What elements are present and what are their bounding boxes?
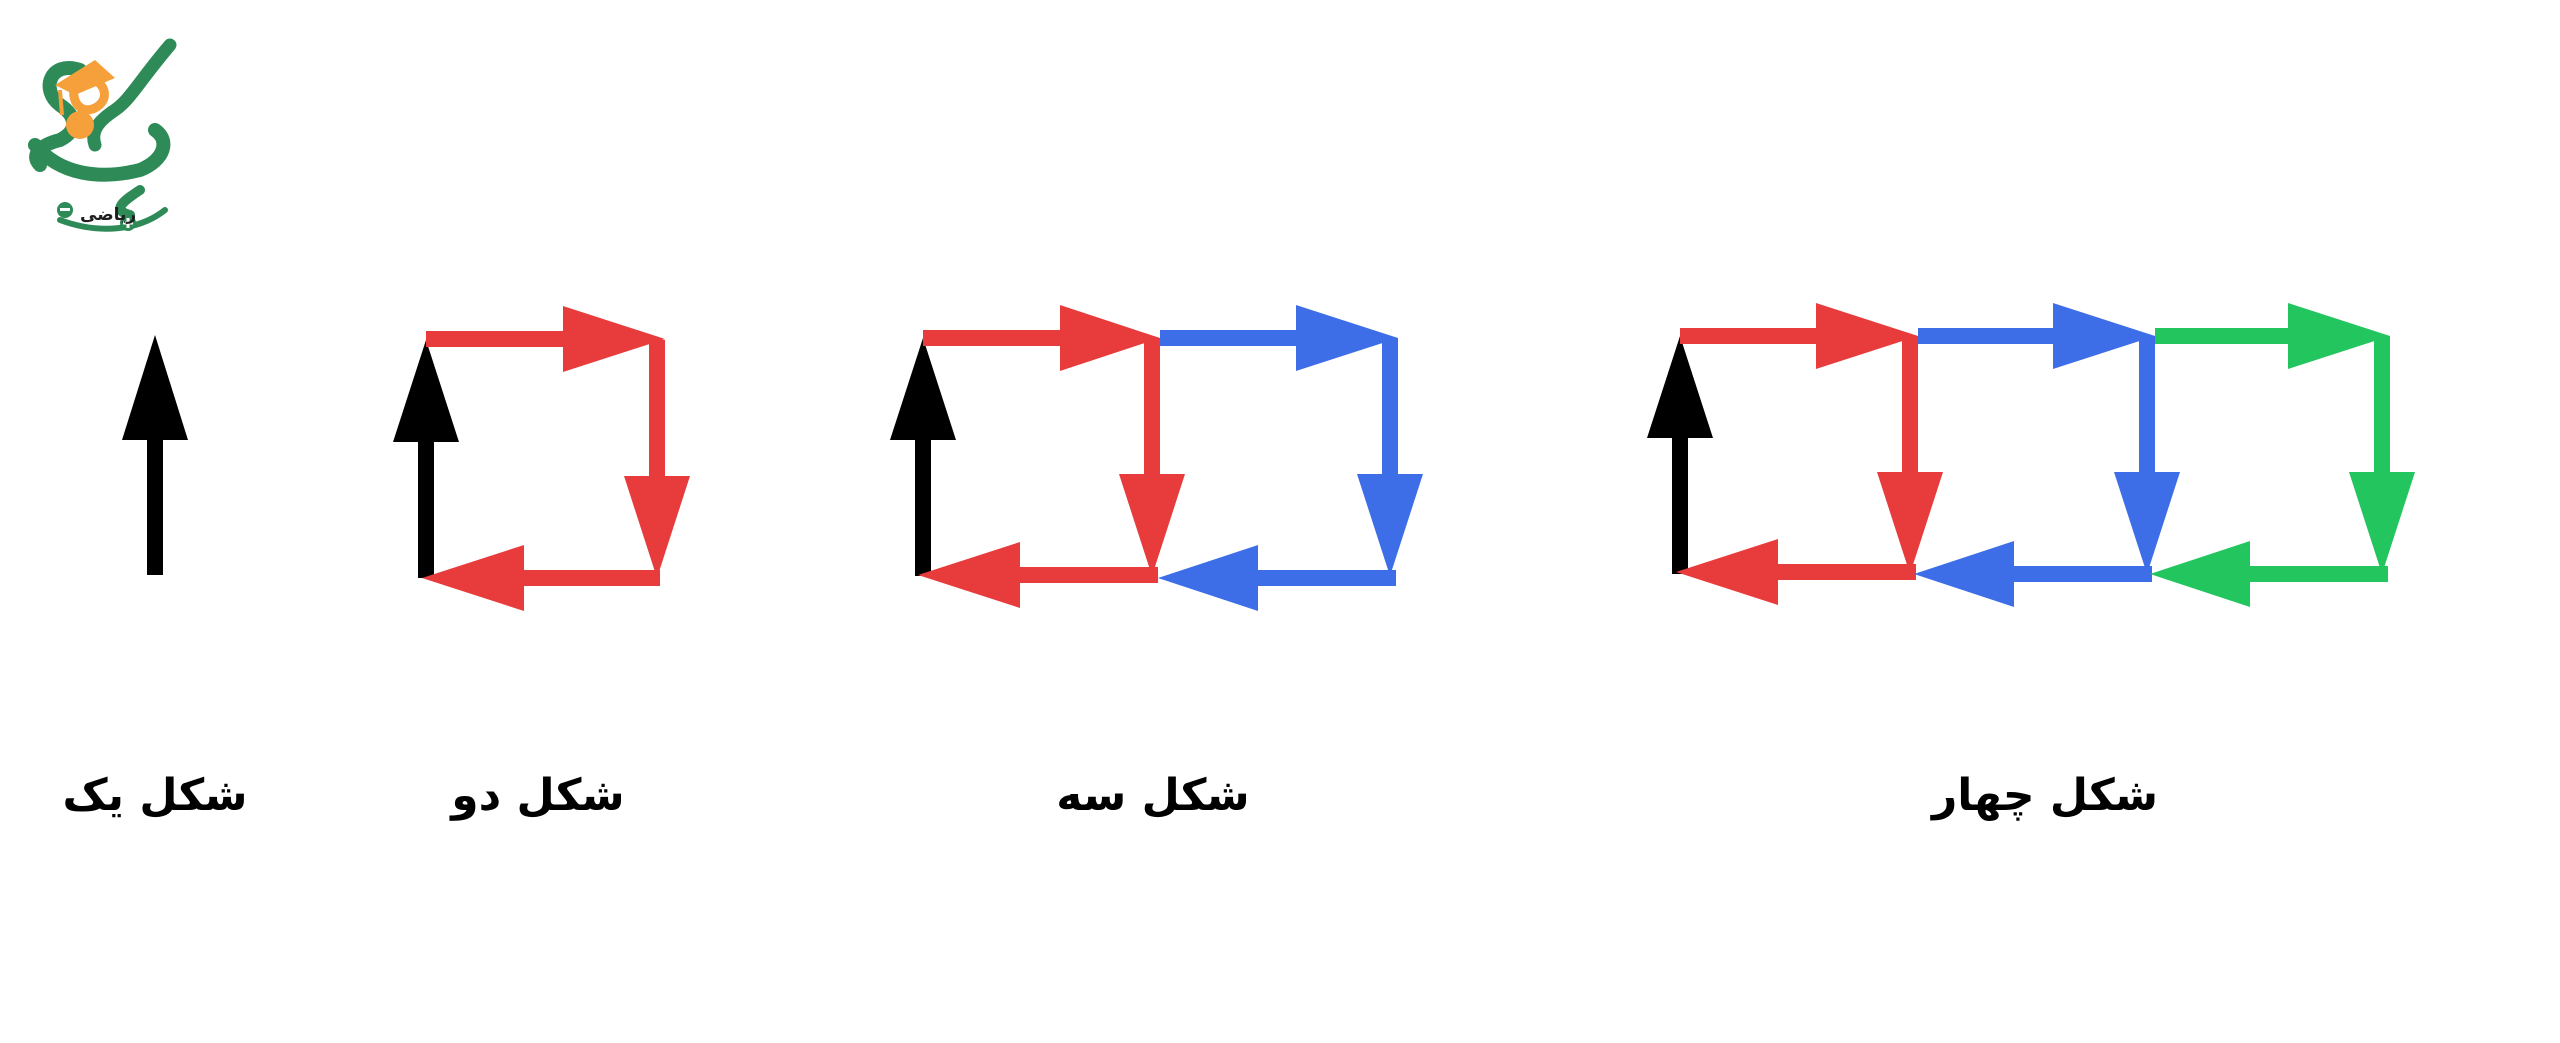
logo-mark-icon — [28, 38, 177, 232]
arrow-down-blue — [1357, 338, 1423, 576]
figure-2 — [393, 306, 690, 611]
arrow-right-blue — [1918, 303, 2155, 369]
arrow-down-green — [2349, 336, 2415, 574]
figure-1 — [122, 335, 188, 575]
arrow-left-blue — [1158, 545, 1396, 611]
arrow-right-green — [2155, 303, 2390, 369]
arrow-down-red — [624, 340, 690, 578]
logo-text: ریاضی — [80, 205, 137, 225]
arrow-up-black — [393, 340, 459, 578]
figure-2-label: شکل دو — [451, 770, 625, 821]
arrow-down-blue — [2114, 336, 2180, 574]
figure-1-label: شکل یک — [62, 770, 248, 821]
arrow-up-black — [122, 335, 188, 575]
figure-4 — [1647, 303, 2415, 607]
arrow-left-red — [1676, 539, 1916, 605]
arrow-left-red — [918, 542, 1158, 608]
arrow-left-red — [422, 545, 660, 611]
arrow-down-red — [1119, 338, 1185, 576]
arrow-right-red — [426, 306, 665, 372]
figure-3 — [890, 305, 1423, 611]
arrow-up-black — [890, 338, 956, 576]
logo — [20, 30, 190, 240]
figure-3-label: شکل سه — [1056, 770, 1250, 821]
figure-4-label: شکل چهار — [1931, 770, 2159, 821]
arrow-down-red — [1877, 336, 1943, 574]
arrow-right-red — [1680, 303, 1918, 369]
arrow-left-blue — [1914, 541, 2152, 607]
arrow-left-green — [2150, 541, 2388, 607]
arrow-right-blue — [1160, 305, 1398, 371]
arrow-up-black — [1647, 336, 1713, 574]
arrow-right-red — [923, 305, 1160, 371]
